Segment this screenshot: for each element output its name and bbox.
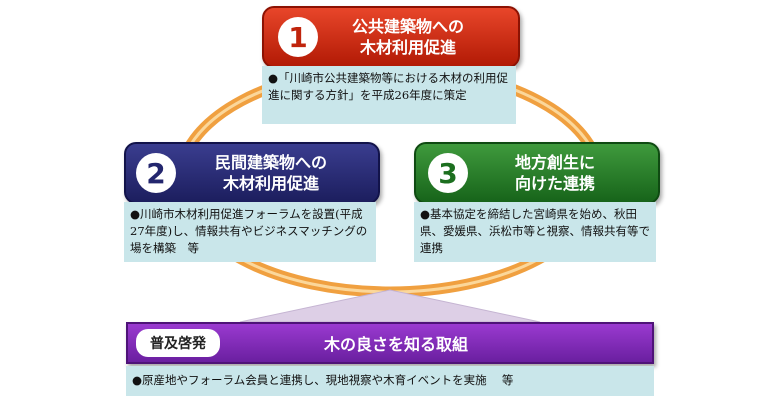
title-line-2: 木材利用促進 <box>359 38 456 57</box>
description-awareness: ●原産地やフォーラム会員と連携し、現地視察や木育イベントを実施 等 <box>126 366 654 396</box>
circled-number-1: 1 <box>278 17 318 57</box>
header-public-buildings: 1 公共建築物への 木材利用促進 <box>262 6 520 68</box>
title-line-2: 向けた連携 <box>514 174 595 193</box>
awareness-label: 普及啓発 <box>136 329 220 357</box>
title-line-1: 公共建築物への <box>351 17 464 36</box>
header-title: 公共建築物への 木材利用促進 <box>318 16 498 58</box>
awareness-bar: 普及啓発 木の良さを知る取組 <box>126 322 654 364</box>
header-private-buildings: 2 民間建築物への 木材利用促進 <box>124 142 380 204</box>
header-title: 地方創生に 向けた連携 <box>468 152 642 194</box>
header-regional-revitalization: 3 地方創生に 向けた連携 <box>414 142 660 204</box>
awareness-title: 木の良さを知る取組 <box>323 335 468 354</box>
title-line-1: 地方創生に <box>514 153 595 172</box>
circled-number-2: 2 <box>136 153 176 193</box>
description-public-buildings: ●「川崎市公共建築物等における木材の利用促進に関する方針」を平成26年度に策定 <box>262 66 516 124</box>
circled-number-3: 3 <box>428 153 468 193</box>
description-private-buildings: ●川崎市木材利用促進フォーラムを設置(平成27年度)し、情報共有やビジネスマッチ… <box>124 202 376 262</box>
header-title: 民間建築物への 木材利用促進 <box>176 152 366 194</box>
title-line-1: 民間建築物への <box>214 153 327 172</box>
up-arrow-wedge <box>239 289 541 323</box>
description-regional-revitalization: ●基本協定を締結した宮崎県を始め、秋田県、愛媛県、浜松市等と視察、情報共有等で連… <box>414 202 656 262</box>
title-line-2: 木材利用促進 <box>222 174 319 193</box>
